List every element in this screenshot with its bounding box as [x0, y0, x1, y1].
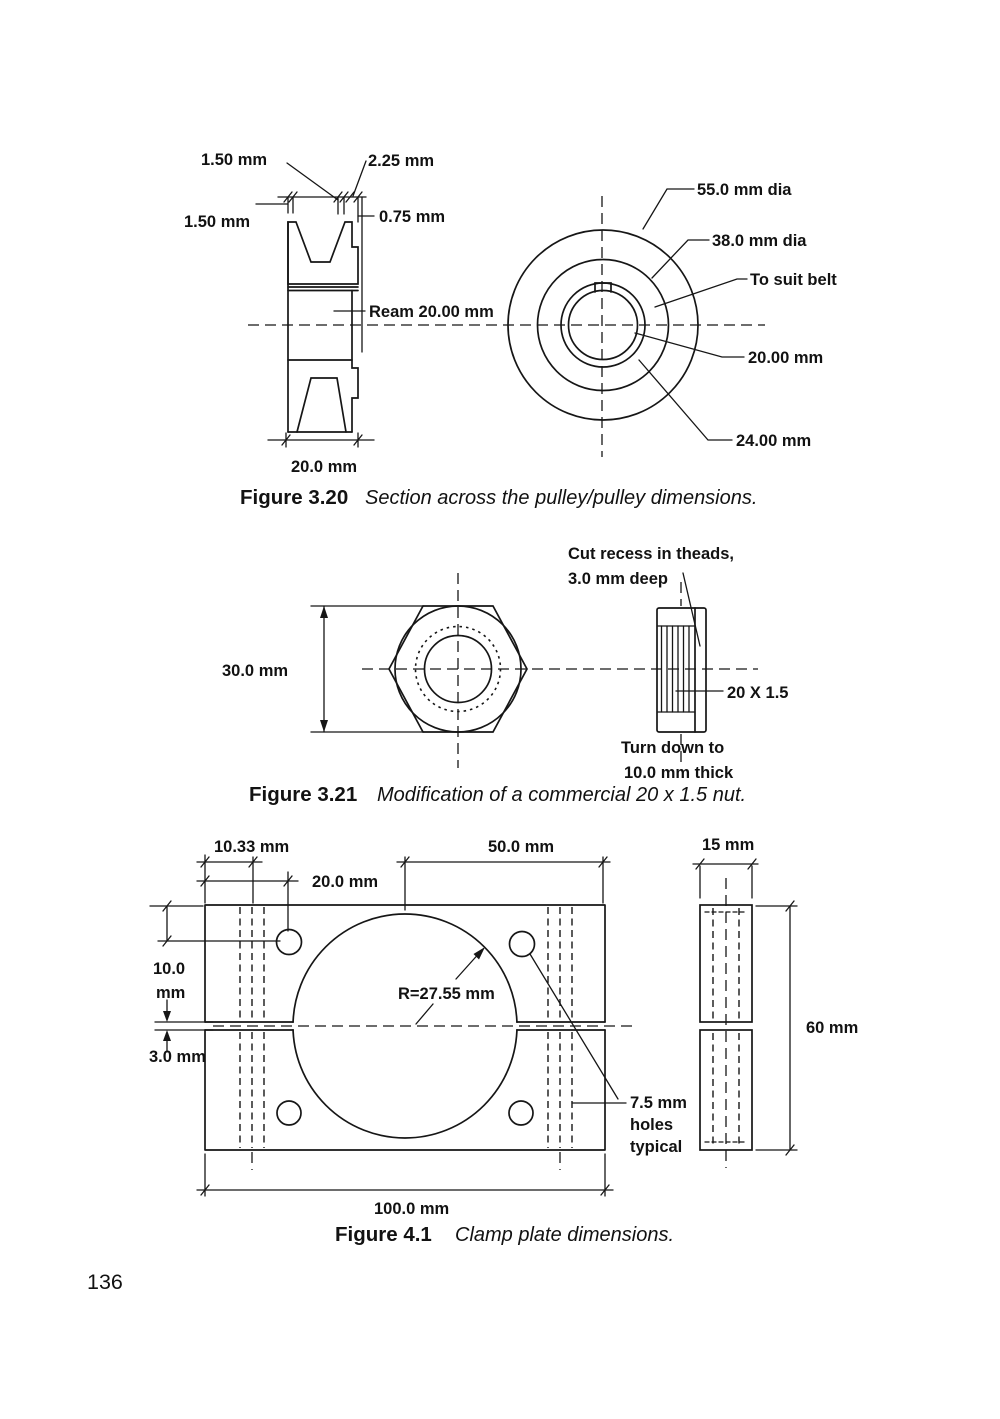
note-recess-line1: Cut recess in theads,: [568, 545, 734, 563]
figure-4-1-clamp-plate-front-view: 10.33 mm 20.0 mm 50.0 mm 10.0 mm 3.0 mm …: [149, 838, 687, 1218]
figure-4-1-caption: Figure 4.1 Clamp plate dimensions.: [335, 1223, 674, 1246]
dim-thread-spec: 20 X 1.5: [727, 684, 788, 702]
dim-groove-diameter: 38.0 mm dia: [712, 232, 807, 250]
dim-bore-ream: Ream 20.00 mm: [369, 303, 494, 321]
dim-hub-diameter: 24.00 mm: [736, 432, 811, 450]
dim-half-width: 50.0 mm: [488, 838, 554, 856]
dim-across-flats: 30.0 mm: [222, 662, 288, 680]
dim-overall-width: 20.0 mm: [291, 458, 357, 476]
note-holes-line1: 7.5 mm: [630, 1094, 687, 1112]
figure-4-1-caption-text: Clamp plate dimensions.: [455, 1224, 674, 1246]
note-recess-line2: 3.0 mm deep: [568, 570, 668, 588]
dim-outer-diameter: 55.0 mm dia: [697, 181, 792, 199]
note-turn-line2: 10.0 mm thick: [624, 764, 734, 782]
dim-hole-top-distance-line2: mm: [156, 984, 185, 1002]
figure-3-21-nut-front-view: 30.0 mm: [222, 573, 758, 768]
dim-rim-tip-width: 2.25 mm: [368, 152, 434, 170]
dim-groove-top-width: 1.50 mm: [201, 151, 267, 169]
dim-thickness: 15 mm: [702, 836, 754, 854]
figure-3-20-caption-label: Figure 3.20: [240, 486, 348, 509]
keyway: [594, 282, 612, 293]
note-holes-line2: holes: [630, 1116, 673, 1134]
dim-saw-cut: 3.0 mm: [149, 1048, 206, 1066]
figure-3-21-nut-side-view: Cut recess in theads, 3.0 mm deep 20 X 1…: [568, 545, 788, 782]
figure-4-1-clamp-plate-side-view: 15 mm 60 mm: [692, 836, 858, 1168]
page-number: 136: [87, 1270, 123, 1294]
dim-bore-diameter: 20.00 mm: [748, 349, 823, 367]
figure-3-20-caption-text: Section across the pulley/pulley dimensi…: [365, 487, 757, 509]
figure-3-21-caption-label: Figure 3.21: [249, 783, 357, 806]
figure-3-21-caption: Figure 3.21 Modification of a commercial…: [249, 783, 746, 806]
dim-overall-width: 100.0 mm: [374, 1200, 449, 1218]
figure-3-20-pulley-front-view: 55.0 mm dia 38.0 mm dia To suit belt 20.…: [507, 181, 837, 450]
note-turn-line1: Turn down to: [621, 739, 724, 757]
note-belt: To suit belt: [750, 271, 837, 289]
dim-bore-radius: R=27.55 mm: [398, 985, 495, 1003]
note-holes-line3: typical: [630, 1138, 682, 1156]
figure-3-20-caption: Figure 3.20 Section across the pulley/pu…: [240, 486, 757, 509]
dim-hole-pitch: 10.33 mm: [214, 838, 289, 856]
figure-3-21-caption-text: Modification of a commercial 20 x 1.5 nu…: [377, 784, 746, 806]
dim-height: 60 mm: [806, 1019, 858, 1037]
dim-hole-top-distance-line1: 10.0: [153, 960, 185, 978]
dim-hole-edge-distance: 20.0 mm: [312, 873, 378, 891]
dim-edge-step: 0.75 mm: [379, 208, 445, 226]
dim-wall-top-width: 1.50 mm: [184, 213, 250, 231]
figure-3-20-pulley-section-view: 1.50 mm 2.25 mm 1.50 mm 0.75 mm Ream 20.…: [184, 151, 765, 476]
figure-4-1-caption-label: Figure 4.1: [335, 1223, 432, 1246]
